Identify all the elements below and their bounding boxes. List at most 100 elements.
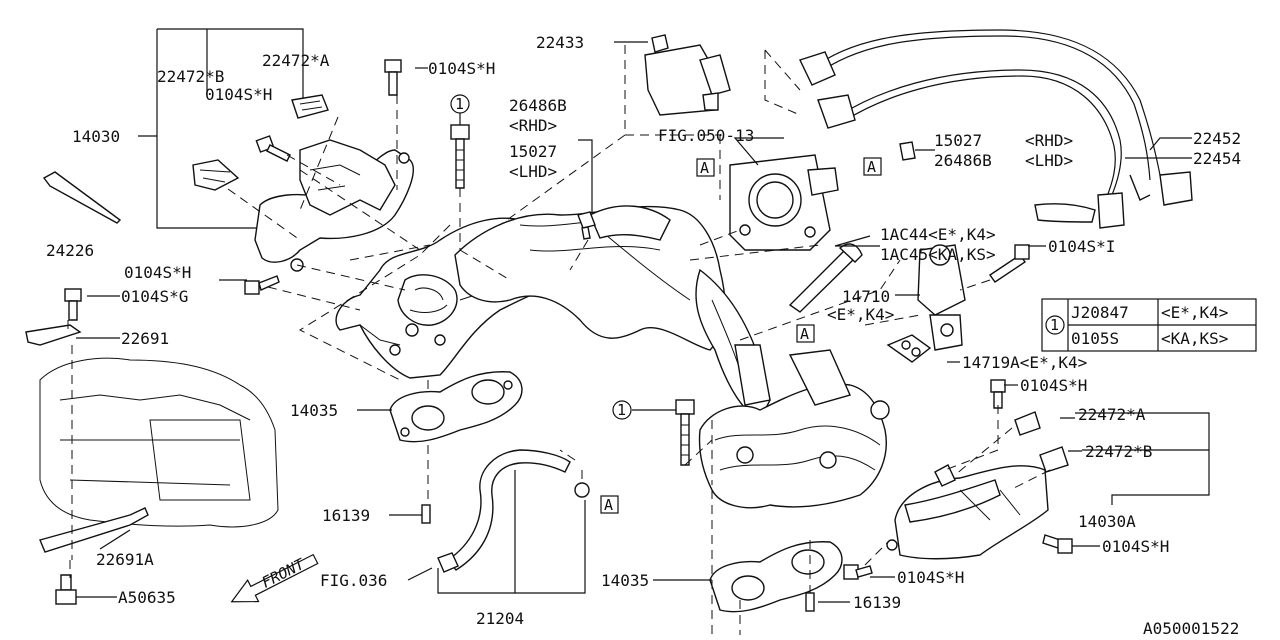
label-0104si: 0104S*I	[1048, 237, 1115, 256]
sensor-26486b-right	[899, 141, 916, 161]
label-14030: 14030	[72, 127, 120, 146]
label-24226: 24226	[46, 241, 94, 260]
label-0104sh-bottom: 0104S*H	[897, 568, 964, 587]
bracket-group-14030	[138, 28, 304, 229]
label-1ac45: 1AC45<KA,KS>	[880, 245, 996, 264]
label-0104sh-top: 0104S*H	[428, 59, 495, 78]
label-22472a-right: 22472*A	[1078, 405, 1146, 424]
label-22472a-top: 22472*A	[262, 51, 330, 70]
intake-manifold-right-part	[698, 344, 890, 509]
cable-tie-24226	[42, 171, 122, 224]
ignition-coil-22433	[644, 34, 731, 116]
bolt-0104sg	[64, 288, 82, 321]
label-16139-left: 16139	[322, 506, 370, 525]
ref-row-2-spec: <KA,KS>	[1161, 329, 1228, 348]
gasket-14035-left	[389, 371, 523, 443]
bracket-group-14030a	[1075, 412, 1210, 505]
label-a50635: A50635	[118, 588, 176, 607]
valve-14710	[917, 244, 966, 351]
seal-22691a	[39, 507, 149, 553]
label-15027-lhd: 15027	[509, 142, 557, 161]
label-16139-bottom: 16139	[853, 593, 901, 612]
front-direction-arrow: FRONT	[230, 553, 319, 603]
label-22472b-right: 22472*B	[1085, 442, 1152, 461]
label-rhd-2: <RHD>	[1025, 131, 1073, 150]
sensor-26486b-left	[577, 211, 596, 240]
front-label: FRONT	[259, 555, 308, 592]
seal-22691	[25, 324, 82, 346]
gasket-14035-bottom	[709, 541, 843, 613]
bolt-0104sh-mid	[244, 275, 280, 295]
pin-16139-left	[421, 504, 431, 524]
marker-1-bottom-text: 1	[617, 401, 626, 419]
label-22691a: 22691A	[96, 550, 154, 569]
label-0104sh-br: 0104S*H	[1102, 537, 1169, 556]
label-26486b-right: 26486B	[934, 151, 992, 170]
label-fig036: FIG.036	[320, 571, 387, 590]
label-14030a: 14030A	[1078, 512, 1136, 531]
label-14719a: 14719A<E*,K4>	[962, 353, 1087, 372]
label-0104sh-mid: 0104S*H	[124, 263, 191, 282]
connector-22472b-right	[1039, 446, 1069, 473]
label-14035-bottom: 14035	[601, 571, 649, 590]
label-14710-spec: <E*,K4>	[827, 305, 894, 324]
bolt-0104sh-r-top	[990, 379, 1006, 409]
marker-a-sensor: A	[863, 157, 882, 176]
label-fig050: FIG.050-13	[658, 126, 754, 145]
label-22472b-top: 22472*B	[157, 67, 224, 86]
label-22691: 22691	[121, 329, 169, 348]
bracket-14030a	[886, 464, 1049, 560]
diagram-id: A050001522	[1143, 619, 1239, 638]
ref-row-1-part: J20847	[1071, 303, 1129, 322]
marker-1-top: 1	[450, 94, 470, 114]
bolt-j20847-top	[450, 124, 470, 189]
label-22454: 22454	[1193, 149, 1241, 168]
bolt-0104sh-left	[255, 135, 291, 162]
label-0104sh-right: 0104S*H	[1020, 376, 1087, 395]
bolt-a50635	[55, 574, 77, 605]
spark-plug-cords	[799, 29, 1193, 229]
label-21204: 21204	[476, 609, 524, 628]
bolt-j20847-bottom	[675, 399, 695, 466]
label-15027-right: 15027	[934, 131, 982, 150]
label-14035-left: 14035	[290, 401, 338, 420]
ref-row-1-spec: <E*,K4>	[1161, 303, 1228, 322]
marker-a-hose-text: A	[604, 496, 613, 514]
intake-runner-part	[454, 205, 771, 421]
label-26486b-rhd: 26486B	[509, 96, 567, 115]
label-14710: 14710	[842, 287, 890, 306]
hose-1ac44	[788, 243, 863, 313]
marker-a-sensor-text: A	[867, 158, 876, 176]
label-rhd-1: <RHD>	[509, 116, 557, 135]
bolt-0104sh-b	[843, 564, 873, 580]
hose-21204	[437, 449, 590, 573]
connector-22472b-part	[192, 159, 240, 191]
label-1ac44: 1AC44<E*,K4>	[880, 225, 996, 244]
ref-row-2-part: 0105S	[1071, 329, 1119, 348]
intake-manifold-part	[254, 139, 414, 272]
marker-a-manifold: A	[796, 324, 815, 343]
connector-22472a-part	[291, 94, 329, 119]
label-22433: 22433	[536, 33, 584, 52]
marker-a-throttle-text: A	[700, 159, 709, 177]
marker-a-hose: A	[600, 495, 619, 514]
marker-1-top-text: 1	[455, 95, 464, 113]
bolt-0104si	[989, 244, 1030, 283]
callout-leaders	[76, 41, 1192, 603]
dashed-guide-lines	[67, 45, 1051, 635]
ref-table-marker: 1	[1050, 316, 1059, 334]
reference-table: 1 J20847 <E*,K4> 0105S <KA,KS>	[1041, 298, 1257, 352]
throttle-body-part	[729, 154, 839, 251]
pin-16139-bottom	[805, 592, 815, 612]
marker-a-manifold-text: A	[800, 325, 809, 343]
marker-a-throttle: A	[696, 158, 715, 177]
connector-22472a-right	[1014, 411, 1041, 436]
label-22452: 22452	[1193, 129, 1241, 148]
label-0104sg: 0104S*G	[121, 287, 188, 306]
label-lhd-2: <LHD>	[1025, 151, 1073, 170]
engine-block-sketch	[39, 357, 279, 528]
bolt-0104sh-br	[1042, 534, 1073, 554]
gasket-14719a	[886, 334, 932, 363]
bolt-0104sh-top	[384, 59, 402, 96]
